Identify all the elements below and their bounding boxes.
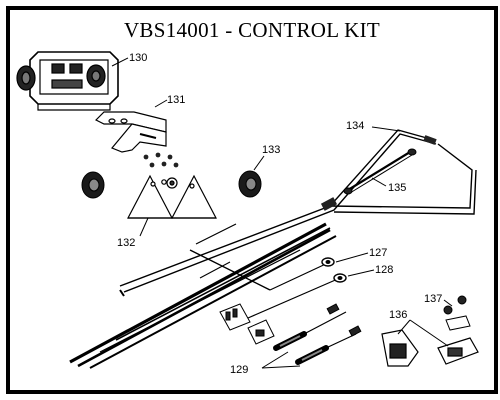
fuse-icon xyxy=(273,303,362,365)
callout-135: 135 xyxy=(388,182,406,194)
callout-133: 133 xyxy=(262,144,280,156)
jumper-cable-icon xyxy=(343,148,417,195)
connector-icon xyxy=(219,303,275,345)
bracket-icon xyxy=(94,111,167,153)
control-box-icon xyxy=(16,51,119,111)
callout-134: 134 xyxy=(346,120,364,132)
callout-132: 132 xyxy=(117,237,135,249)
callout-136: 136 xyxy=(389,309,407,321)
callout-129: 129 xyxy=(230,364,248,376)
callout-127: 127 xyxy=(369,247,387,259)
callout-130: 130 xyxy=(129,52,147,64)
ring-terminal-icon xyxy=(247,273,347,319)
nut-icon xyxy=(443,295,471,331)
harness-icon xyxy=(69,129,477,369)
knob-icon xyxy=(238,170,262,198)
knob-icon xyxy=(81,171,105,199)
diagram-title: VBS14001 - CONTROL KIT xyxy=(123,18,381,42)
connector-icon xyxy=(320,197,338,211)
bracket-base-icon xyxy=(127,174,217,219)
callout-128: 128 xyxy=(375,264,393,276)
connector-icon xyxy=(381,329,479,367)
callout-137: 137 xyxy=(424,293,442,305)
screws-icon xyxy=(143,152,179,168)
ring-terminal-icon xyxy=(269,257,335,291)
callout-131: 131 xyxy=(167,94,185,106)
connector-icon xyxy=(423,135,437,145)
